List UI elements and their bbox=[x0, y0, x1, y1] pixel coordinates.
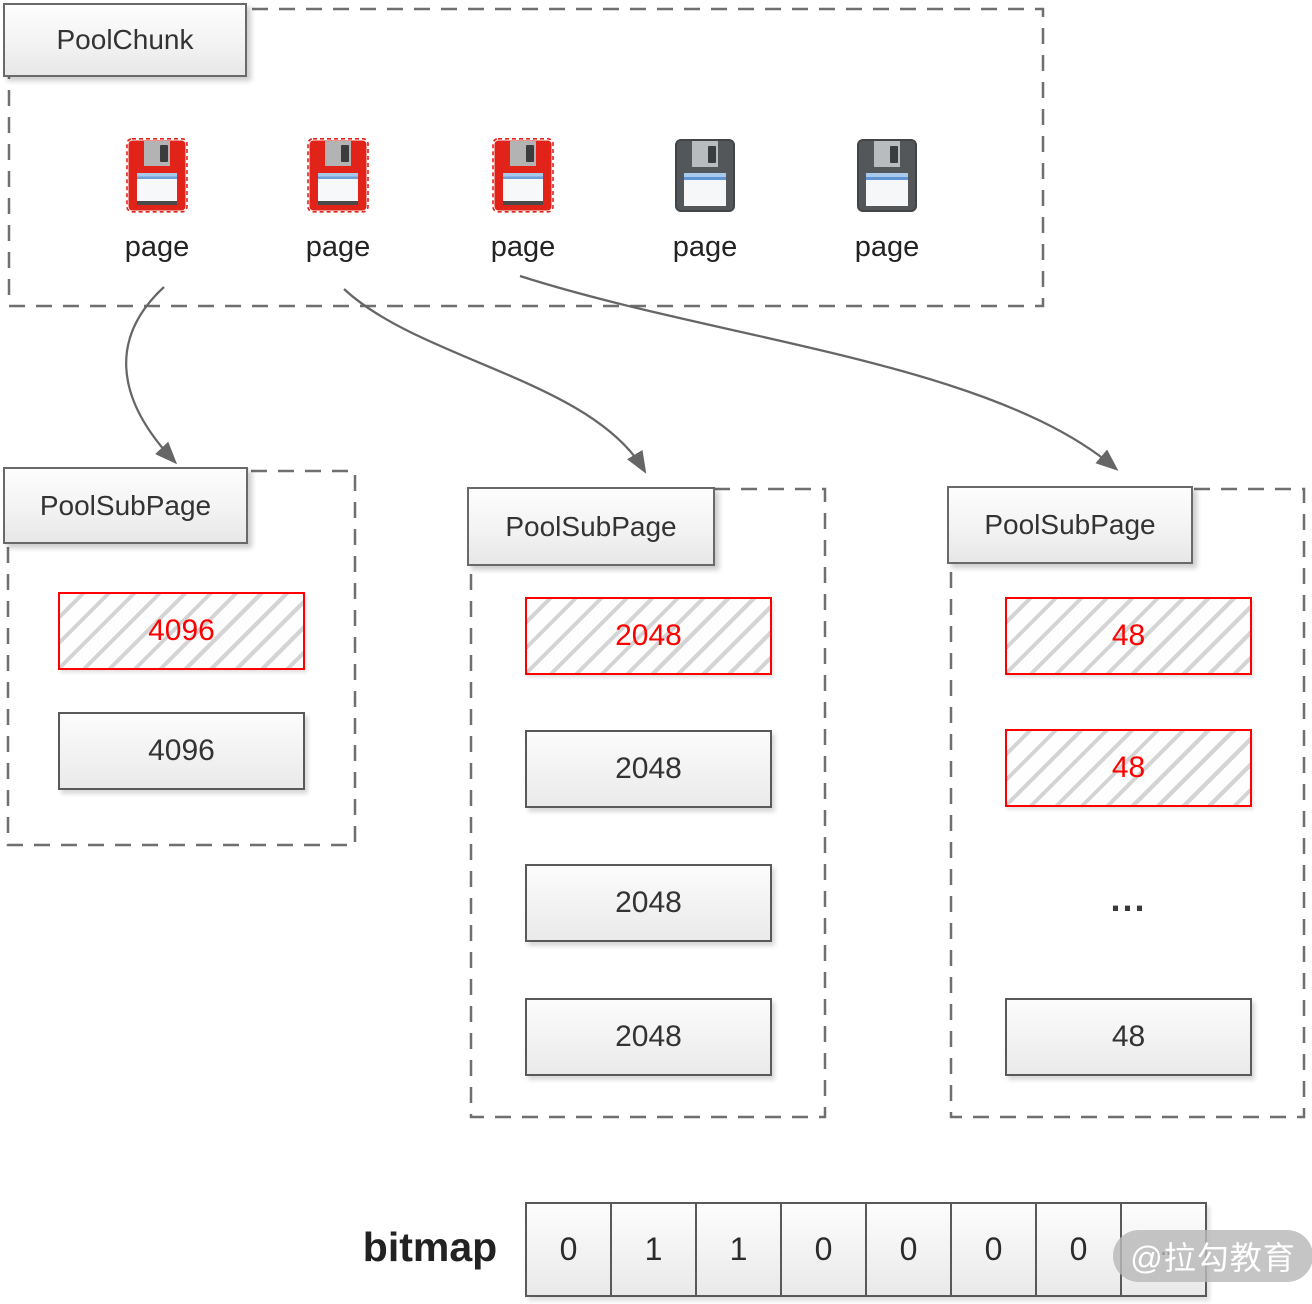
subpage3-block-used: 48 bbox=[1005, 597, 1252, 675]
bitmap-cell-value: 0 bbox=[1069, 1231, 1088, 1267]
subpage3-block-used: 48 bbox=[1005, 729, 1252, 807]
subpage1-label: PoolSubPage bbox=[3, 467, 248, 544]
subpage2-label: PoolSubPage bbox=[467, 487, 715, 566]
subpage2-block-free: 2048 bbox=[525, 730, 772, 808]
poolchunk-label: PoolChunk bbox=[3, 3, 247, 77]
subpage2-title: PoolSubPage bbox=[505, 510, 677, 542]
page-label: page bbox=[305, 231, 371, 263]
bitmap-cell-value: 1 bbox=[729, 1231, 748, 1267]
subpage1-block-free: 4096 bbox=[58, 712, 305, 790]
block-value: 2048 bbox=[615, 1020, 682, 1053]
bitmap-cell: 0 bbox=[782, 1204, 867, 1295]
page-item-4: page bbox=[645, 137, 765, 264]
bitmap-cell-value: 0 bbox=[559, 1231, 578, 1267]
bitmap-cell-value: 0 bbox=[984, 1231, 1003, 1267]
block-value: 2048 bbox=[615, 752, 682, 785]
bitmap-cell-value: 0 bbox=[899, 1231, 918, 1267]
page-label: page bbox=[124, 231, 190, 263]
block-value: 48 bbox=[1111, 1020, 1146, 1053]
block-value: 4096 bbox=[148, 614, 215, 647]
subpage3-block-free: 48 bbox=[1005, 998, 1252, 1076]
block-value: 48 bbox=[1111, 751, 1146, 784]
arrow-page1-to-subpage1 bbox=[125, 286, 178, 465]
block-value: 2048 bbox=[615, 619, 682, 652]
arrow-page3-to-subpage3 bbox=[519, 274, 1119, 471]
subpage1-block-used: 4096 bbox=[58, 592, 305, 670]
subpage3-ellipsis: ... bbox=[1110, 878, 1147, 919]
subpage2-block-used: 2048 bbox=[525, 597, 772, 675]
bitmap-cell: 1 bbox=[697, 1204, 782, 1295]
bitmap-cell-value: 1 bbox=[644, 1231, 663, 1267]
page-item-1: page bbox=[97, 137, 217, 264]
page-label: page bbox=[854, 231, 920, 263]
subpage3-label: PoolSubPage bbox=[947, 486, 1193, 564]
bitmap-cell: 0 bbox=[527, 1204, 612, 1295]
bitmap-cell-value: 0 bbox=[814, 1231, 833, 1267]
block-value: 4096 bbox=[148, 734, 215, 767]
page-label: page bbox=[672, 231, 738, 263]
bitmap-label: bitmap bbox=[362, 1224, 498, 1270]
block-value: 48 bbox=[1111, 619, 1146, 652]
subpage2-block-free: 2048 bbox=[525, 998, 772, 1076]
floppy-disk-icon bbox=[675, 139, 735, 212]
subpage3-title: PoolSubPage bbox=[984, 509, 1156, 540]
page-item-5: page bbox=[827, 137, 947, 264]
page-item-3: page bbox=[463, 137, 583, 264]
subpage2-block-free: 2048 bbox=[525, 864, 772, 942]
bitmap-cell: 0 bbox=[1037, 1204, 1122, 1295]
floppy-disk-icon bbox=[307, 137, 369, 213]
watermark-badge: @拉勾教育 bbox=[1113, 1230, 1312, 1282]
bitmap-cell: 0 bbox=[952, 1204, 1037, 1295]
page-item-2: page bbox=[278, 137, 398, 264]
floppy-disk-icon bbox=[857, 139, 917, 212]
floppy-disk-icon bbox=[126, 137, 188, 213]
floppy-disk-icon bbox=[492, 137, 554, 213]
subpage1-title: PoolSubPage bbox=[39, 489, 212, 521]
arrow-page2-to-subpage2 bbox=[343, 288, 647, 474]
poolchunk-title: PoolChunk bbox=[56, 24, 194, 55]
block-value: 2048 bbox=[615, 886, 682, 919]
bitmap-cell: 0 bbox=[867, 1204, 952, 1295]
page-label: page bbox=[490, 231, 556, 263]
bitmap-cell: 1 bbox=[612, 1204, 697, 1295]
bitmap-cells: 0 1 1 0 0 0 0 ... bbox=[525, 1202, 1207, 1297]
